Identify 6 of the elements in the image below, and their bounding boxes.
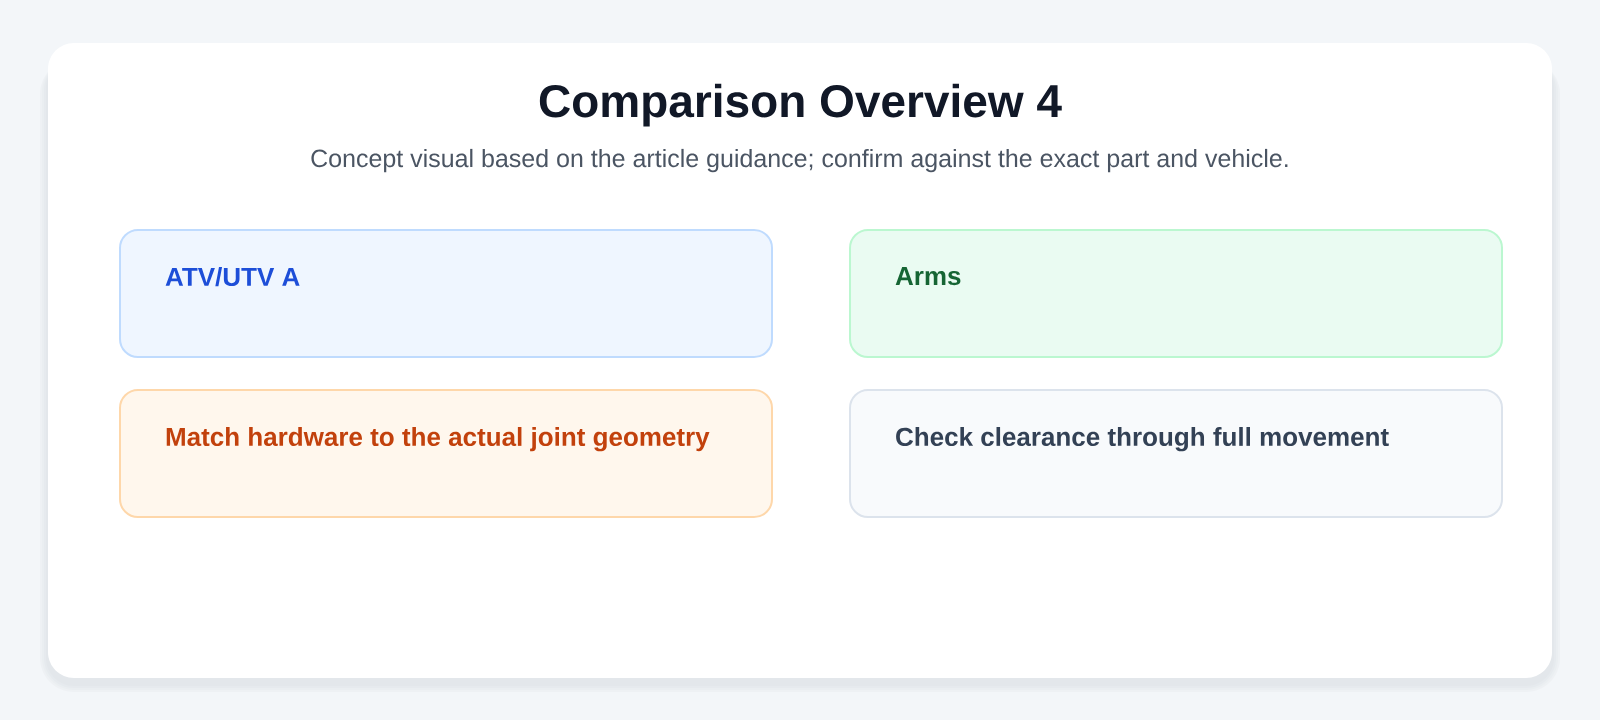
info-box: Match hardware to the actual joint geometry bbox=[119, 389, 773, 518]
subtitle: Concept visual based on the article guidance; confirm against the exact part and vehicle. bbox=[311, 148, 1288, 173]
info-box: ATV/UTV A bbox=[119, 229, 773, 358]
info-box: Check clearance through full movement bbox=[849, 389, 1503, 518]
title: Comparison Overview 4 bbox=[539, 83, 1062, 127]
info-box: Arms bbox=[849, 229, 1503, 358]
